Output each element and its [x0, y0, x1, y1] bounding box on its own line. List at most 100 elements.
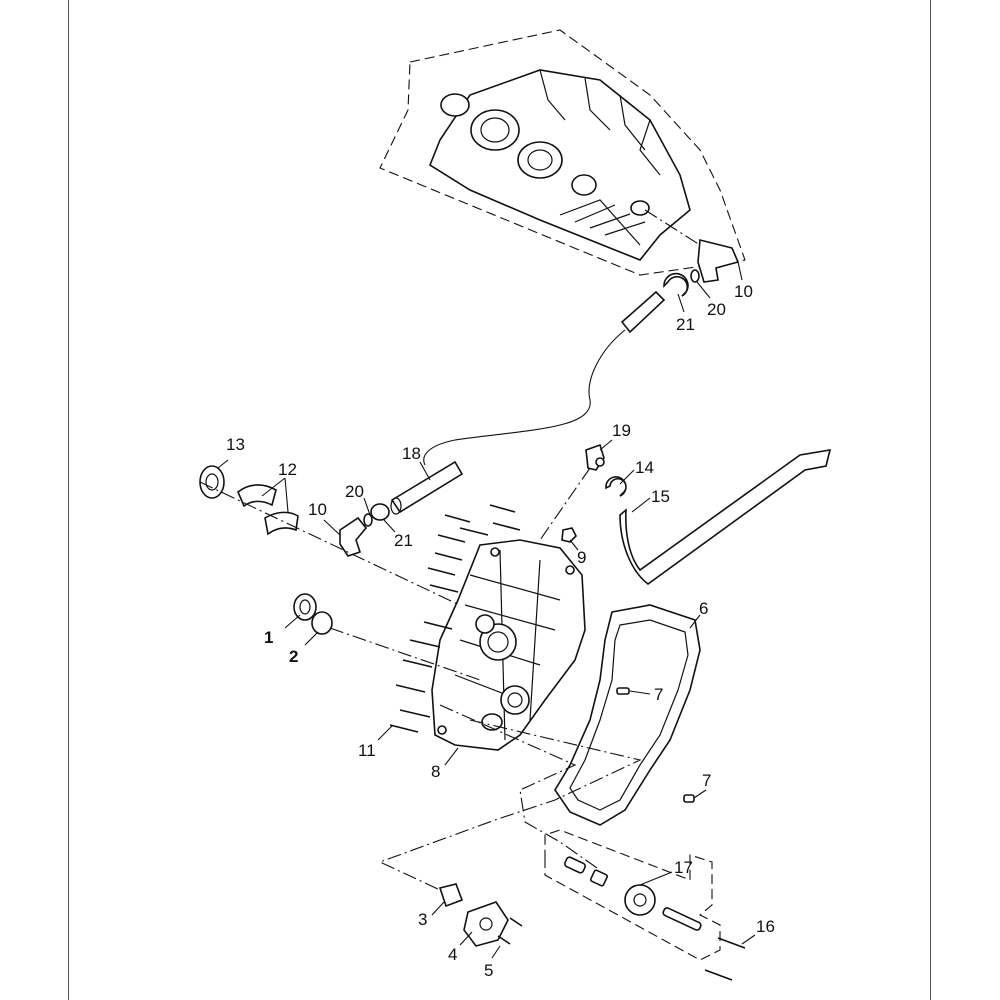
bolt-11-12 [395, 684, 426, 693]
hose-18-end [390, 497, 402, 515]
callout-15: 15 [651, 487, 670, 506]
leader-8 [444, 747, 459, 766]
cylinder-head-port-1-inner [480, 117, 510, 143]
left-frame-border [68, 0, 69, 1000]
screw-16-2 [704, 969, 733, 981]
clamp-14 [605, 476, 627, 497]
callout-7-upper: 7 [654, 685, 663, 704]
callout-1: 1 [264, 628, 273, 647]
callout-16: 16 [756, 917, 775, 936]
leader-7-lower [693, 789, 707, 799]
cylinder-head-port-2 [517, 141, 563, 179]
centerline-to-plug-group [378, 719, 642, 891]
main-cover-seal-seat [475, 614, 495, 634]
leader-12a [261, 477, 286, 497]
cylinder-head-port-2-inner [527, 149, 553, 171]
seal-1 [293, 593, 317, 621]
main-cover-gear-window [500, 685, 530, 715]
callout-9: 9 [577, 548, 586, 567]
bolt-11-6 [434, 552, 463, 561]
callout-8: 8 [431, 762, 440, 781]
upper-coolant-union [620, 238, 740, 334]
callout-4: 4 [448, 945, 457, 964]
callout-21-left: 21 [394, 531, 413, 550]
dowel-7-lower [683, 794, 695, 803]
bolt-5-2 [497, 935, 511, 945]
cylinder-head-assembly [379, 29, 746, 276]
leader-19 [599, 439, 613, 451]
bolt-11-2 [459, 527, 489, 536]
bolt-11-4 [492, 522, 521, 531]
pump-17-seal [589, 869, 609, 887]
leader-16 [741, 934, 756, 945]
centerline-fitting-19 [539, 467, 591, 541]
seal-1-outer [293, 593, 317, 621]
gasket-6-inner [569, 619, 689, 811]
bearing-13-inner [205, 473, 219, 491]
callout-6: 6 [699, 599, 708, 618]
pump-group-17-bracket [544, 829, 721, 961]
union-10-left [339, 516, 368, 557]
leader-20-top [696, 281, 711, 299]
seal-1-inner [299, 599, 311, 615]
cover-4 [463, 901, 509, 947]
leader-15 [631, 497, 651, 513]
bolt-11-13 [399, 709, 431, 718]
pump-17-impeller-hub [633, 893, 647, 907]
callout-10-left: 10 [308, 500, 327, 519]
main-cover-bolt-boss-1 [490, 547, 500, 557]
cylinder-head-port-3 [440, 93, 470, 117]
callout-18: 18 [402, 444, 421, 463]
leader-21-left [383, 519, 396, 533]
hose-clamp-21-left [370, 503, 390, 521]
upper-union-oring [690, 269, 700, 283]
long-hose-path [423, 329, 626, 466]
leader-20-left [363, 497, 371, 516]
cylinder-head-phantom-outline [379, 29, 746, 276]
leader-5 [491, 945, 501, 959]
bolt-11-14 [389, 724, 419, 733]
leader-10-left [323, 519, 341, 536]
lower-hose-assembly [339, 460, 464, 557]
leader-1 [284, 614, 301, 629]
bolt-11-1 [444, 514, 471, 523]
cylinder-head-top-ribs [539, 69, 661, 176]
cylinder-head-port-4 [571, 174, 597, 196]
upper-hose-clamp [663, 272, 689, 297]
bolt-11-3 [489, 504, 516, 513]
bolt-11-8 [429, 584, 459, 593]
centerline-seal-axis [329, 627, 481, 681]
callout-21-top: 21 [676, 315, 695, 334]
pump-17 [564, 856, 702, 931]
leader-18 [419, 461, 431, 481]
pump-17-sleeve [564, 856, 586, 874]
hose-18 [390, 460, 464, 514]
leader-9 [569, 539, 579, 551]
leader-2 [304, 631, 319, 646]
bolts-11 [389, 504, 521, 733]
bolt-11-9 [423, 621, 453, 630]
callout-20-top: 20 [707, 300, 726, 319]
bushing-12-lower [264, 511, 299, 536]
bushing-12 [237, 484, 299, 536]
cover-4-hole [479, 917, 493, 931]
plug-3 [438, 883, 464, 908]
leader-13 [217, 459, 229, 469]
bolt-11-10 [409, 639, 441, 648]
centerline-to-pump-group [439, 704, 601, 871]
callout-2: 2 [289, 647, 298, 666]
main-cover-bolt-boss-3 [437, 725, 447, 735]
leader-3 [431, 901, 445, 916]
cylinder-head-port-1 [470, 109, 520, 151]
callout-19: 19 [612, 421, 631, 440]
cylinder-head-outlet-boss [630, 200, 650, 216]
leader-14 [619, 469, 635, 485]
hose-15 [619, 449, 832, 585]
pump-17-impeller [624, 884, 656, 916]
right-frame-border [930, 0, 931, 1000]
leader-11 [377, 725, 393, 741]
leader-21-top [677, 293, 685, 313]
centerline-bearing-axis [199, 481, 471, 611]
